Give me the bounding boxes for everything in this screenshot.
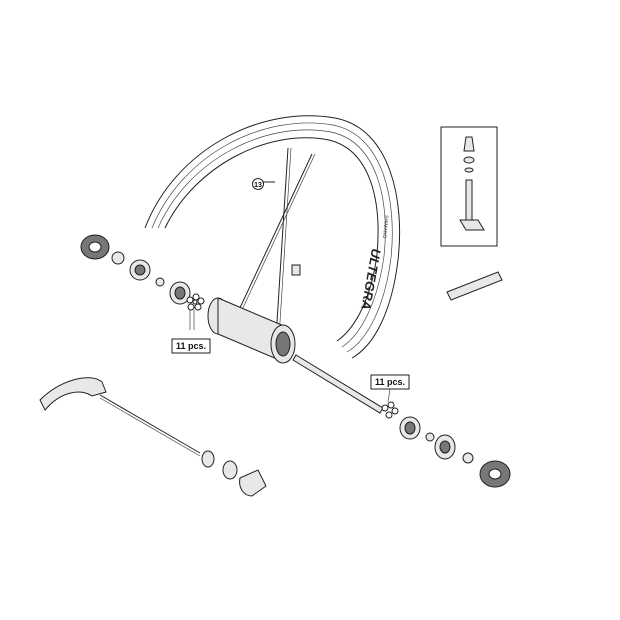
spokes (237, 147, 316, 339)
valve-inset (440, 126, 498, 247)
callout-nipples-left-text: 11 pcs. (176, 341, 206, 351)
right-hub-parts (381, 401, 511, 488)
callout-spoke-number: 13 (254, 182, 262, 189)
callout-spoke: 13 (252, 178, 264, 190)
spoke-nipple-tool (291, 264, 301, 276)
callout-nipples-right: 11 pcs. (370, 374, 410, 403)
nipples-left (186, 293, 205, 311)
callout-nipples-left: 11 pcs. (171, 338, 211, 354)
quick-release-skewer (39, 377, 267, 497)
hub-body (207, 297, 296, 364)
hub-axle (292, 354, 384, 414)
left-hub-parts (80, 234, 205, 330)
tool-wrench (446, 271, 503, 301)
callout-nipples-right-text: 11 pcs. (375, 377, 405, 387)
rim-brand-text: SHIMANO (381, 215, 389, 239)
